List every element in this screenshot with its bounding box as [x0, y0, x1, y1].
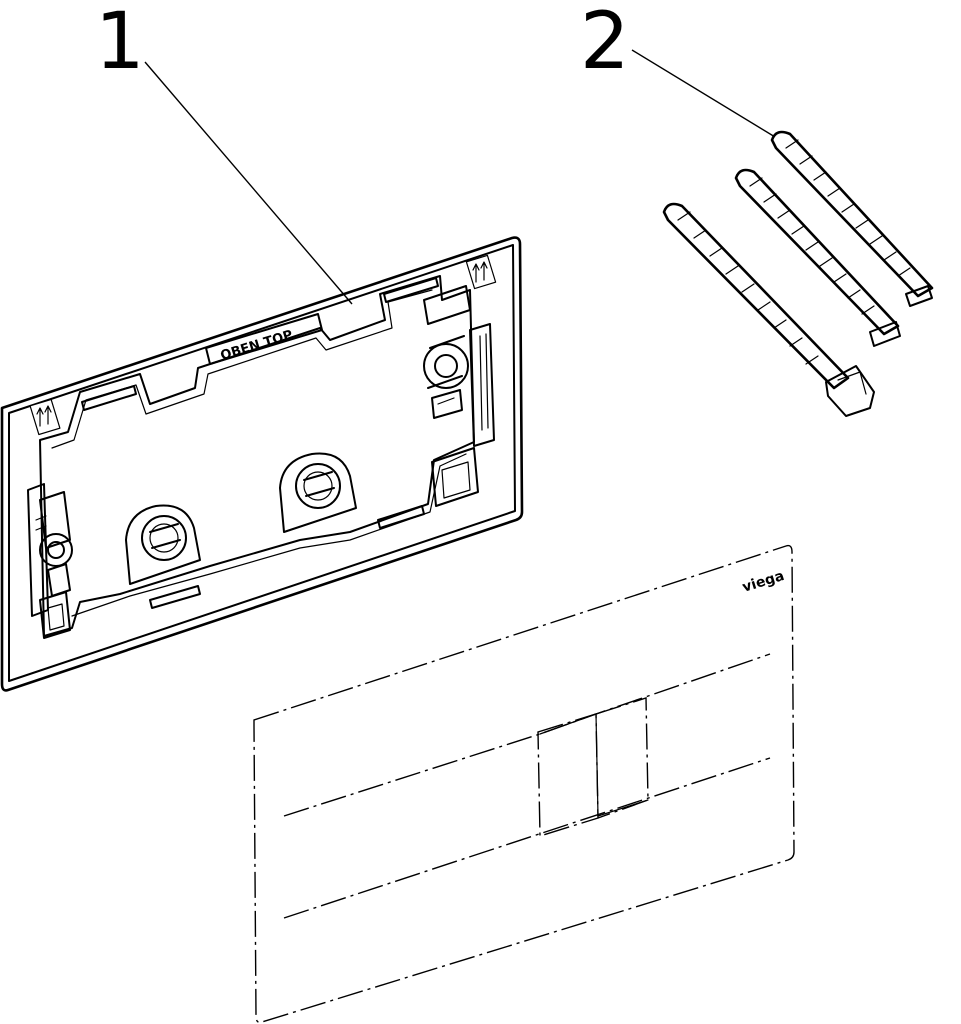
threaded-rod-2 [734, 168, 901, 347]
slot-bottom-right [377, 505, 425, 529]
up-arrow-marker-right [465, 254, 497, 290]
callout-1: 1 [95, 0, 145, 87]
threaded-rod-1 [770, 130, 934, 307]
flush-button-large [595, 697, 649, 819]
top-label-tab [205, 313, 323, 365]
center-mount-left [125, 504, 201, 585]
brand-logo-text: viega [740, 568, 786, 596]
threaded-rod-3 [662, 202, 875, 417]
flush-button-edges [539, 713, 649, 817]
mounting-frame: OBEN TOP [0, 236, 524, 692]
up-arrow-marker-left [29, 398, 61, 436]
flush-slit-top [283, 653, 771, 817]
threaded-rods [662, 130, 934, 417]
frame-rim-line [51, 289, 433, 449]
left-bottom-hinge [39, 591, 71, 639]
leader-line-1 [144, 61, 353, 305]
right-bottom-hinge [431, 447, 479, 507]
callout-2: 2 [580, 0, 630, 87]
slot-bottom-left [149, 585, 201, 609]
slot-top-left [81, 385, 137, 411]
slot-top-right [383, 277, 439, 303]
leader-line-2 [631, 49, 781, 141]
frame-window-opening [39, 275, 475, 637]
frame-bottom-rim-line [71, 453, 467, 617]
frame-inner-edge [8, 244, 516, 682]
center-mount-right [279, 452, 357, 533]
flush-slit-bottom [283, 757, 771, 919]
frame-outer-edge [0, 236, 524, 692]
right-clip [423, 285, 495, 447]
flush-plate-outline [253, 544, 795, 1024]
flush-plate: viega [253, 544, 795, 1024]
